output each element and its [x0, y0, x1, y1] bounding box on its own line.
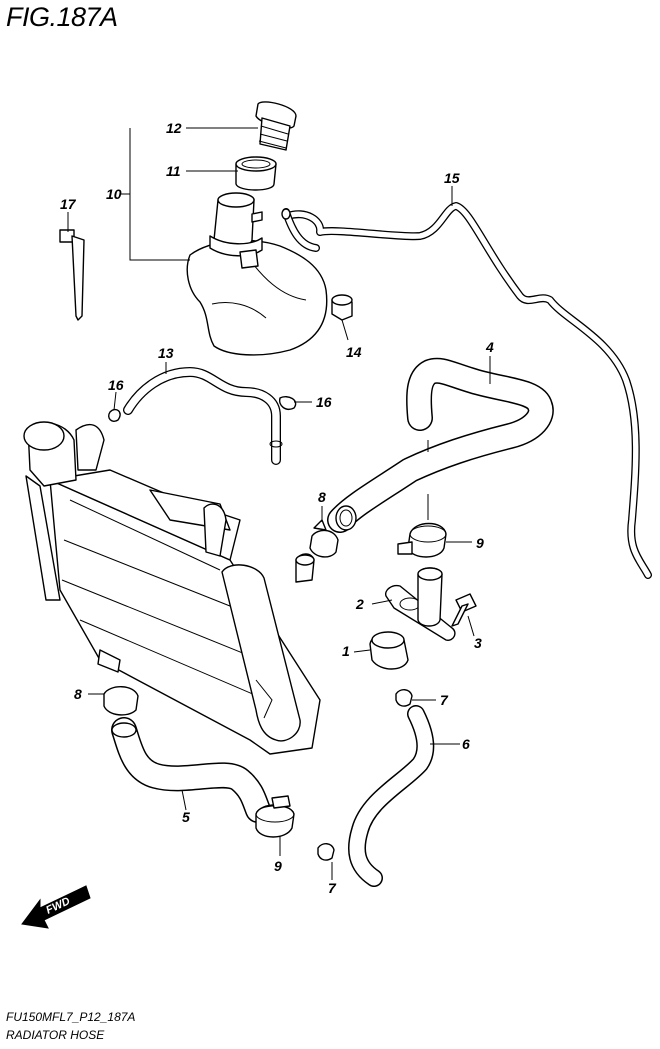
lower-hose-5: [111, 717, 271, 823]
callout-7-lower: 7: [328, 880, 337, 896]
cap-ring-11: [235, 156, 277, 191]
callout-14: 14: [346, 344, 362, 360]
forward-arrow-icon: FWD: [21, 885, 91, 929]
hose-clamp-7-lower: [317, 843, 335, 861]
hose-clamp-8-lower: [103, 686, 139, 716]
callout-8-upper: 8: [318, 489, 326, 505]
callout-15: 15: [444, 170, 460, 186]
callout-3: 3: [474, 635, 482, 651]
callout-2: 2: [355, 596, 364, 612]
thermostat-cover-2: [385, 567, 456, 641]
upper-hose-4: [327, 357, 554, 533]
figure-code: FU150MFL7_P12_187A: [6, 1010, 136, 1024]
reservoir-tank-10: [186, 192, 328, 356]
overflow-hose-15: [281, 202, 652, 579]
callout-17: 17: [60, 196, 77, 212]
leader-lines: [67, 127, 491, 880]
callout-16-right: 16: [316, 394, 332, 410]
bypass-hose-13: [123, 367, 283, 465]
callout-8-lower: 8: [74, 686, 82, 702]
hose-clamp-8-upper: [309, 519, 339, 558]
callout-7-upper: 7: [440, 692, 449, 708]
callout-11: 11: [166, 163, 181, 179]
callout-10: 10: [106, 186, 122, 202]
callout-9-lower: 9: [274, 858, 282, 874]
bolt-14: [331, 294, 353, 321]
thermostat-1: [369, 631, 409, 670]
callout-12: 12: [166, 120, 182, 136]
tank-cap-12: [255, 101, 297, 151]
radiator: [23, 421, 321, 755]
callout-13: 13: [158, 345, 174, 361]
callout-5: 5: [182, 809, 190, 825]
cable-tie-17: [59, 229, 85, 321]
callout-6: 6: [462, 736, 470, 752]
callout-1: 1: [342, 643, 350, 659]
clip-16-left: [108, 408, 121, 422]
hose-clamp-9-lower: [255, 795, 295, 838]
water-hose-6: [348, 705, 435, 887]
bolt-3: [451, 593, 477, 627]
callout-4: 4: [485, 339, 494, 355]
hose-clamp-9-upper: [397, 522, 447, 558]
figure-title: FIG.187A: [6, 2, 118, 32]
callout-16-left: 16: [108, 377, 124, 393]
hose-clamp-7-upper: [395, 689, 413, 707]
clip-16-right: [279, 396, 297, 410]
callout-9-upper: 9: [476, 535, 484, 551]
figure-name: RADIATOR HOSE: [6, 1028, 105, 1042]
